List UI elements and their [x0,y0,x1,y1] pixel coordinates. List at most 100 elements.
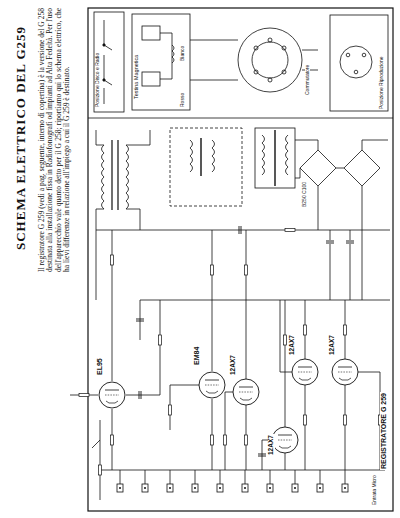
circle-symbol [354,70,358,74]
component-symbol [292,359,318,385]
part-label: 12AX7 [268,434,275,456]
component-symbol [245,435,248,445]
component-symbol [142,484,148,492]
part-label: 12AX7 [329,334,336,356]
component-symbol [233,379,259,405]
circle-symbol [282,70,286,74]
intro-paragraph: Il registratore G 259 (vedi a pag. segue… [38,8,72,272]
component-symbol [326,241,334,243]
component-symbol [169,405,172,415]
circle-symbol [268,38,272,42]
circle-symbol [252,42,288,78]
component-symbol [292,484,298,492]
wire-line [225,230,246,470]
wire-line [274,130,275,186]
part-label: B250 C100 [302,181,307,208]
component-symbol [304,325,307,335]
part-label: Posizione Disco e Radio [95,52,100,108]
part-label: Entrata Micro [372,474,377,506]
part-label: EL95 [96,357,103,376]
component-symbol [111,435,114,445]
wire-line [96,130,150,300]
component-symbol [344,325,347,335]
component-symbol [217,484,223,492]
wire-line [120,470,345,484]
wire-line [330,230,350,300]
component-symbol [242,484,248,492]
box-outline [330,15,388,111]
box-outline [142,72,160,86]
component-symbol [192,484,198,492]
component-symbol [342,484,348,492]
part-label: Bianco [180,45,185,62]
component-symbol [317,484,323,492]
box-outline [132,14,190,110]
component-symbol [258,454,266,456]
wire-line [170,230,212,470]
wire-line [190,140,215,172]
circle-symbol [238,28,302,92]
component-symbol [272,427,298,453]
circle-symbol [254,46,258,50]
wire-line [295,140,388,210]
wire-line [190,40,318,80]
circle-symbol [254,70,258,74]
component-symbol [136,319,144,321]
part-label: Posizione Riproduzione [379,55,384,110]
component-symbol [199,372,225,398]
wire-line [160,33,172,79]
component-symbol [346,241,354,243]
circle-symbol [340,46,372,78]
box-outline [142,26,160,40]
component-symbol [111,255,114,265]
component-symbol [267,484,273,492]
component-symbol [139,391,141,399]
wire-line [96,210,390,300]
part-label: Commutatore [305,64,310,96]
wire-line [70,230,112,470]
circle-symbol [268,78,272,82]
circle-symbol [103,44,105,46]
wire-line [92,420,100,500]
component-symbol [285,229,295,232]
box-outline [170,128,242,206]
wire-line [88,118,393,119]
part-label: EM84 [193,346,200,366]
part-label: REGISTRATORE G 259 [380,392,387,470]
box-outline [94,12,124,112]
wire-line [345,300,380,470]
wire-line [112,140,118,210]
wire-line [172,45,174,63]
component-symbol [304,415,307,425]
wire-line [344,150,380,186]
wire-line [126,145,129,209]
part-label: 12AX7 [289,334,296,356]
circle-symbol [346,53,350,57]
component-symbol [344,415,347,425]
component-symbol [99,382,125,408]
component-symbol [224,435,227,445]
wire-line [200,138,201,176]
wire-line [100,470,385,471]
part-label: Rosso [180,92,185,108]
wire-line [70,8,393,511]
component-symbol [159,335,162,345]
component-symbol [117,484,123,492]
component-symbol [167,484,173,492]
component-symbol [211,265,214,275]
circle-symbol [362,53,366,57]
wire-line [262,135,288,175]
component-symbol [284,335,287,345]
component-symbol [332,359,358,385]
component-symbol [79,394,89,397]
page-title: SCHEMA ELETTRICO DEL G259 [14,26,28,250]
component-symbol [211,435,214,445]
part-label: 12AX7 [230,354,237,376]
wire-line [102,145,105,209]
wire-line [126,300,160,395]
wire-line [79,226,382,492]
circle-symbol [282,46,286,50]
component-symbol [99,465,102,475]
part-label: Testina Magnetica [134,54,140,100]
